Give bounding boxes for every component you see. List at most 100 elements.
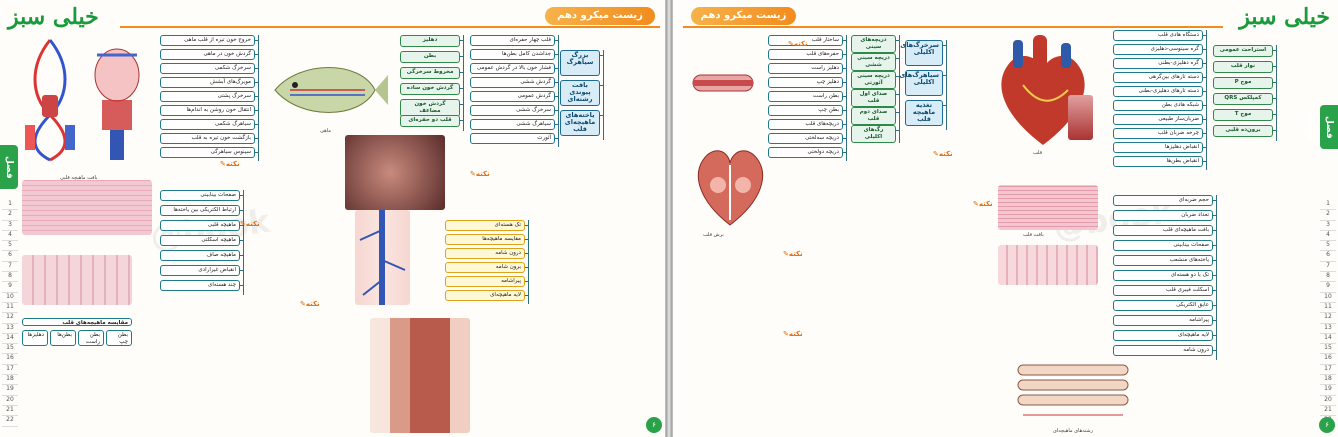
- left_page-node: سینوس سیاهرگی: [160, 147, 255, 158]
- connector-tick: [555, 82, 559, 83]
- right_page-node: تک یا دو هسته‌ای: [1113, 270, 1213, 281]
- connector-tick: [525, 295, 529, 296]
- compare-cell-1: دهلیزها: [22, 330, 48, 346]
- connector-tick: [896, 94, 900, 95]
- connector-tick: [896, 58, 900, 59]
- connector-tick: [1203, 119, 1207, 120]
- connector-tick: [240, 255, 244, 256]
- connector-tick: [1203, 77, 1207, 78]
- connector-tick: [896, 130, 900, 131]
- connector-tick: [1213, 290, 1217, 291]
- right_page-node: استراحت عمومی: [1213, 45, 1273, 57]
- left_page-node: پیراشامه: [445, 276, 525, 287]
- connector-tick: [843, 110, 847, 111]
- row-number: 14: [1320, 334, 1336, 345]
- note-label: نکته: [973, 200, 993, 208]
- left_page-node: ارتباط الکتریکی بین یاخته‌ها: [160, 205, 240, 216]
- connector-tick: [1273, 66, 1277, 67]
- left_page-node: سرخرگ شکمی: [160, 63, 255, 74]
- brand-logo-right: خیلی سبز: [1239, 4, 1330, 30]
- row-number: 11: [2, 303, 18, 314]
- heart-wall-image: [370, 318, 470, 433]
- smooth-muscle-image: [22, 255, 132, 305]
- connector-tick: [255, 110, 259, 111]
- connector-tick: [255, 124, 259, 125]
- left_page-node: انتقال خون روشن به اندام‌ها: [160, 105, 255, 116]
- book-gutter: [666, 0, 672, 437]
- connector-tick: [843, 124, 847, 125]
- connector-tick: [1203, 105, 1207, 106]
- row-number: 11: [1320, 303, 1336, 314]
- connector-tick: [460, 72, 464, 73]
- connector-tick: [896, 112, 900, 113]
- row-number: 19: [2, 385, 18, 396]
- right_page-node: درون شامه: [1113, 345, 1213, 356]
- left_page-node: چند هسته‌ای: [160, 280, 240, 291]
- fish-anatomy-image: [270, 50, 390, 130]
- compare-cell-2: بطن‌ها: [50, 330, 76, 346]
- right_page-node: صفحات بینابینی: [1113, 240, 1213, 251]
- connector-tick: [1203, 63, 1207, 64]
- connector-tick: [1213, 305, 1217, 306]
- row-number: 9: [2, 282, 18, 293]
- row-number: 15: [2, 344, 18, 355]
- connector-tick: [843, 40, 847, 41]
- right_page-node: صدای دوم قلب: [851, 107, 896, 125]
- right_page-node: دریچه‌های سینی: [851, 35, 896, 53]
- connector-tick: [843, 138, 847, 139]
- right_page-node: تغذیه ماهیچه قلب: [905, 100, 943, 126]
- cardiac-tissue-image: [998, 185, 1098, 230]
- note-label: نکته: [240, 220, 260, 228]
- connector-tick: [525, 253, 529, 254]
- row-number: 3: [1320, 221, 1336, 231]
- right_page-node: کمپلکس QRS: [1213, 93, 1273, 105]
- connector-tick: [1273, 114, 1277, 115]
- connector-tick: [555, 54, 559, 55]
- connector-tick: [600, 55, 604, 56]
- connector-tick: [1273, 98, 1277, 99]
- left_page-node: سرخرگ پشتی: [160, 91, 255, 102]
- right_page-node: دریچه‌های قلب: [768, 119, 843, 130]
- right_page-node: دریچه سینی آئورتی: [851, 71, 896, 89]
- connector-tick: [1213, 335, 1217, 336]
- compare-table-title: مقایسه ماهیچه‌های قلب: [22, 318, 132, 326]
- connector-tick: [1203, 49, 1207, 50]
- right_page-node: اسکلت فیبری قلب: [1113, 285, 1213, 296]
- left_page-node: سیاهرگ شکمی: [160, 119, 255, 130]
- left_page-node: گردش ششی: [470, 77, 555, 88]
- row-number: 16: [1320, 354, 1336, 365]
- right_page-node: دریچه دولختی: [768, 147, 843, 158]
- row-number: 20: [1320, 396, 1336, 406]
- header-title-right: زیست میکرو دهم: [691, 7, 796, 25]
- connector-line: [899, 35, 900, 143]
- row-number: 20: [2, 396, 18, 406]
- left_page-node: گردش خون ساده: [400, 83, 460, 95]
- right_page-node: حفره‌های قلب: [768, 49, 843, 60]
- right_page-node: دریچه سینی ششی: [851, 53, 896, 71]
- connector-tick: [600, 85, 604, 86]
- connector-tick: [843, 96, 847, 97]
- right_page-node: عایق الکتریکی: [1113, 300, 1213, 311]
- connector-tick: [1213, 275, 1217, 276]
- left_page-node: فشار خون بالا در گردش عمومی: [470, 63, 555, 74]
- connector-tick: [525, 225, 529, 226]
- row-number: 5: [2, 241, 18, 252]
- right_page-node: سرخرگ‌های اکلیلی: [900, 40, 943, 66]
- right_page-node: تعداد ضربان: [1113, 210, 1213, 221]
- connector-tick: [1203, 35, 1207, 36]
- right_page-node: انقباض دهلیزها: [1113, 142, 1203, 153]
- left_page-node: بافت پیوندی رشته‌ای: [560, 80, 600, 106]
- connector-tick: [1203, 133, 1207, 134]
- embryo-image: [345, 135, 445, 210]
- connector-tick: [943, 45, 947, 46]
- right_page-node: صدای اول قلب: [851, 89, 896, 107]
- right_page-node: دسته تارهای بین‌گرهی: [1113, 72, 1203, 83]
- left_page-node: لایه ماهیچه‌ای: [445, 290, 525, 301]
- right_page-node: بطن چپ: [768, 105, 843, 116]
- muscle-fiber-image: [998, 245, 1098, 285]
- connector-tick: [1213, 260, 1217, 261]
- left_page-node: سرخرگ ششی: [470, 105, 555, 116]
- row-number: 13: [2, 324, 18, 334]
